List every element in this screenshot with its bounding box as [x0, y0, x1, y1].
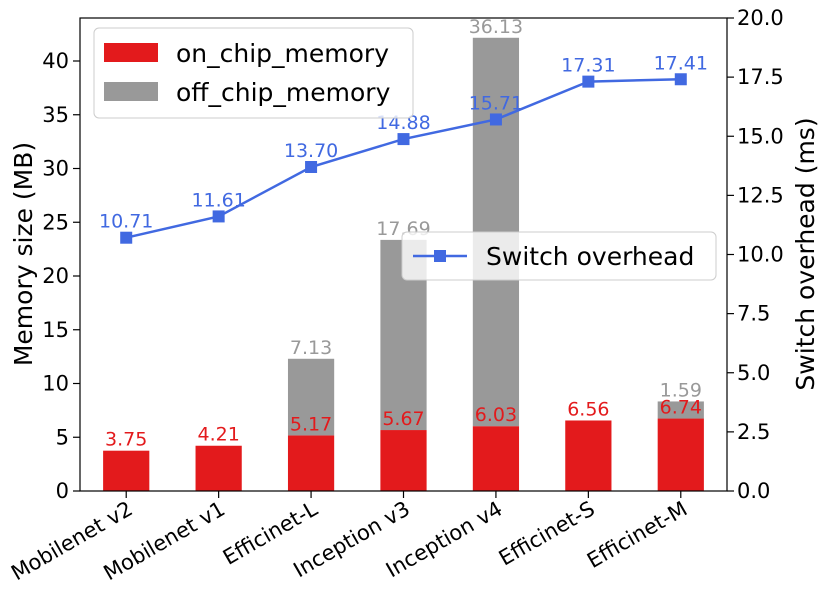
- legend-memory: on_chip_memory off_chip_memory: [93, 27, 414, 119]
- marker-switch-4: [489, 113, 502, 126]
- label-on-chip-0: 3.75: [105, 429, 147, 451]
- label-on-chip-6: 6.74: [660, 397, 702, 419]
- legend-swatch-on-chip: [104, 43, 158, 62]
- legend-switch: Switch overhead: [401, 231, 717, 281]
- label-on-chip-2: 5.17: [290, 413, 332, 435]
- label-switch-4: 15.71: [469, 92, 523, 114]
- y-right-tick-label-0: 0.0: [737, 479, 770, 503]
- bars-layer: [103, 37, 704, 491]
- y-left-tick-label-3: 15: [42, 318, 69, 342]
- label-switch-1: 11.61: [191, 189, 245, 211]
- label-on-chip-1: 4.21: [197, 424, 239, 446]
- marker-switch-5: [582, 75, 595, 88]
- marker-switch-3: [397, 133, 410, 146]
- label-switch-5: 17.31: [561, 55, 615, 77]
- label-off-chip-2: 7.13: [290, 337, 332, 359]
- label-switch-2: 13.70: [284, 140, 338, 162]
- y-right-tick-label-1: 2.5: [737, 420, 770, 444]
- y-right-tick-label-4: 10.0: [737, 243, 784, 267]
- y-right-tick-label-8: 20.0: [737, 6, 784, 30]
- y-right-tick-label-3: 7.5: [737, 302, 770, 326]
- y-right-tick-label-5: 12.5: [737, 183, 784, 207]
- label-off-chip-6: 1.59: [660, 379, 702, 401]
- label-on-chip-4: 6.03: [475, 404, 517, 426]
- marker-switch-2: [305, 160, 318, 173]
- bar-on-chip-2: [287, 435, 335, 491]
- bar-on-chip-4: [472, 426, 520, 491]
- legend-label-off-chip: off_chip_memory: [176, 78, 391, 107]
- x-tick-label-6: Efficinet-M: [583, 497, 691, 573]
- x-tick-label-5: Efficinet-S: [495, 497, 599, 571]
- y-right-tick-label-7: 17.5: [737, 65, 784, 89]
- marker-switch-1: [212, 210, 225, 223]
- bar-on-chip-5: [565, 420, 612, 491]
- bar-off-chip-6: [657, 401, 704, 419]
- label-off-chip-4: 36.13: [469, 16, 523, 38]
- legend-marker-switch: [434, 250, 446, 262]
- labels-layer: 3.7510.714.2111.615.177.1313.705.6717.69…: [99, 16, 708, 451]
- bar-on-chip-0: [103, 450, 150, 491]
- legend-label-on-chip: on_chip_memory: [176, 39, 389, 68]
- y-left-tick-label-0: 0: [56, 479, 69, 503]
- y-left-tick-label-2: 10: [42, 372, 69, 396]
- y-right-tick-label-6: 15.0: [737, 124, 784, 148]
- y-axis-right-title: Switch overhead (ms): [791, 117, 820, 390]
- label-on-chip-3: 5.67: [382, 408, 424, 430]
- y-left-tick-label-8: 40: [42, 49, 69, 73]
- label-on-chip-5: 6.56: [567, 398, 609, 420]
- legend-memory-frame: [93, 27, 414, 119]
- bar-on-chip-6: [657, 418, 704, 491]
- bar-on-chip-1: [195, 445, 242, 491]
- label-switch-0: 10.71: [99, 211, 153, 233]
- bar-on-chip-3: [380, 430, 427, 491]
- y-left-tick-label-1: 5: [56, 425, 69, 449]
- legend-swatch-off-chip: [104, 82, 158, 101]
- line-layer: [120, 73, 687, 244]
- marker-switch-6: [674, 73, 687, 86]
- legend-switch-frame: [401, 231, 717, 281]
- label-switch-6: 17.41: [654, 52, 708, 74]
- marker-switch-0: [120, 231, 133, 244]
- y-left-tick-label-7: 35: [42, 103, 69, 127]
- y-left-tick-label-4: 20: [42, 264, 69, 288]
- y-axis-left-title: Memory size (MB): [9, 142, 38, 366]
- bar-off-chip-2: [287, 358, 335, 436]
- legend-label-switch: Switch overhead: [486, 242, 694, 271]
- y-left-tick-label-6: 30: [42, 157, 69, 181]
- y-right-tick-label-2: 5.0: [737, 361, 770, 385]
- y-left-tick-label-5: 25: [42, 210, 69, 234]
